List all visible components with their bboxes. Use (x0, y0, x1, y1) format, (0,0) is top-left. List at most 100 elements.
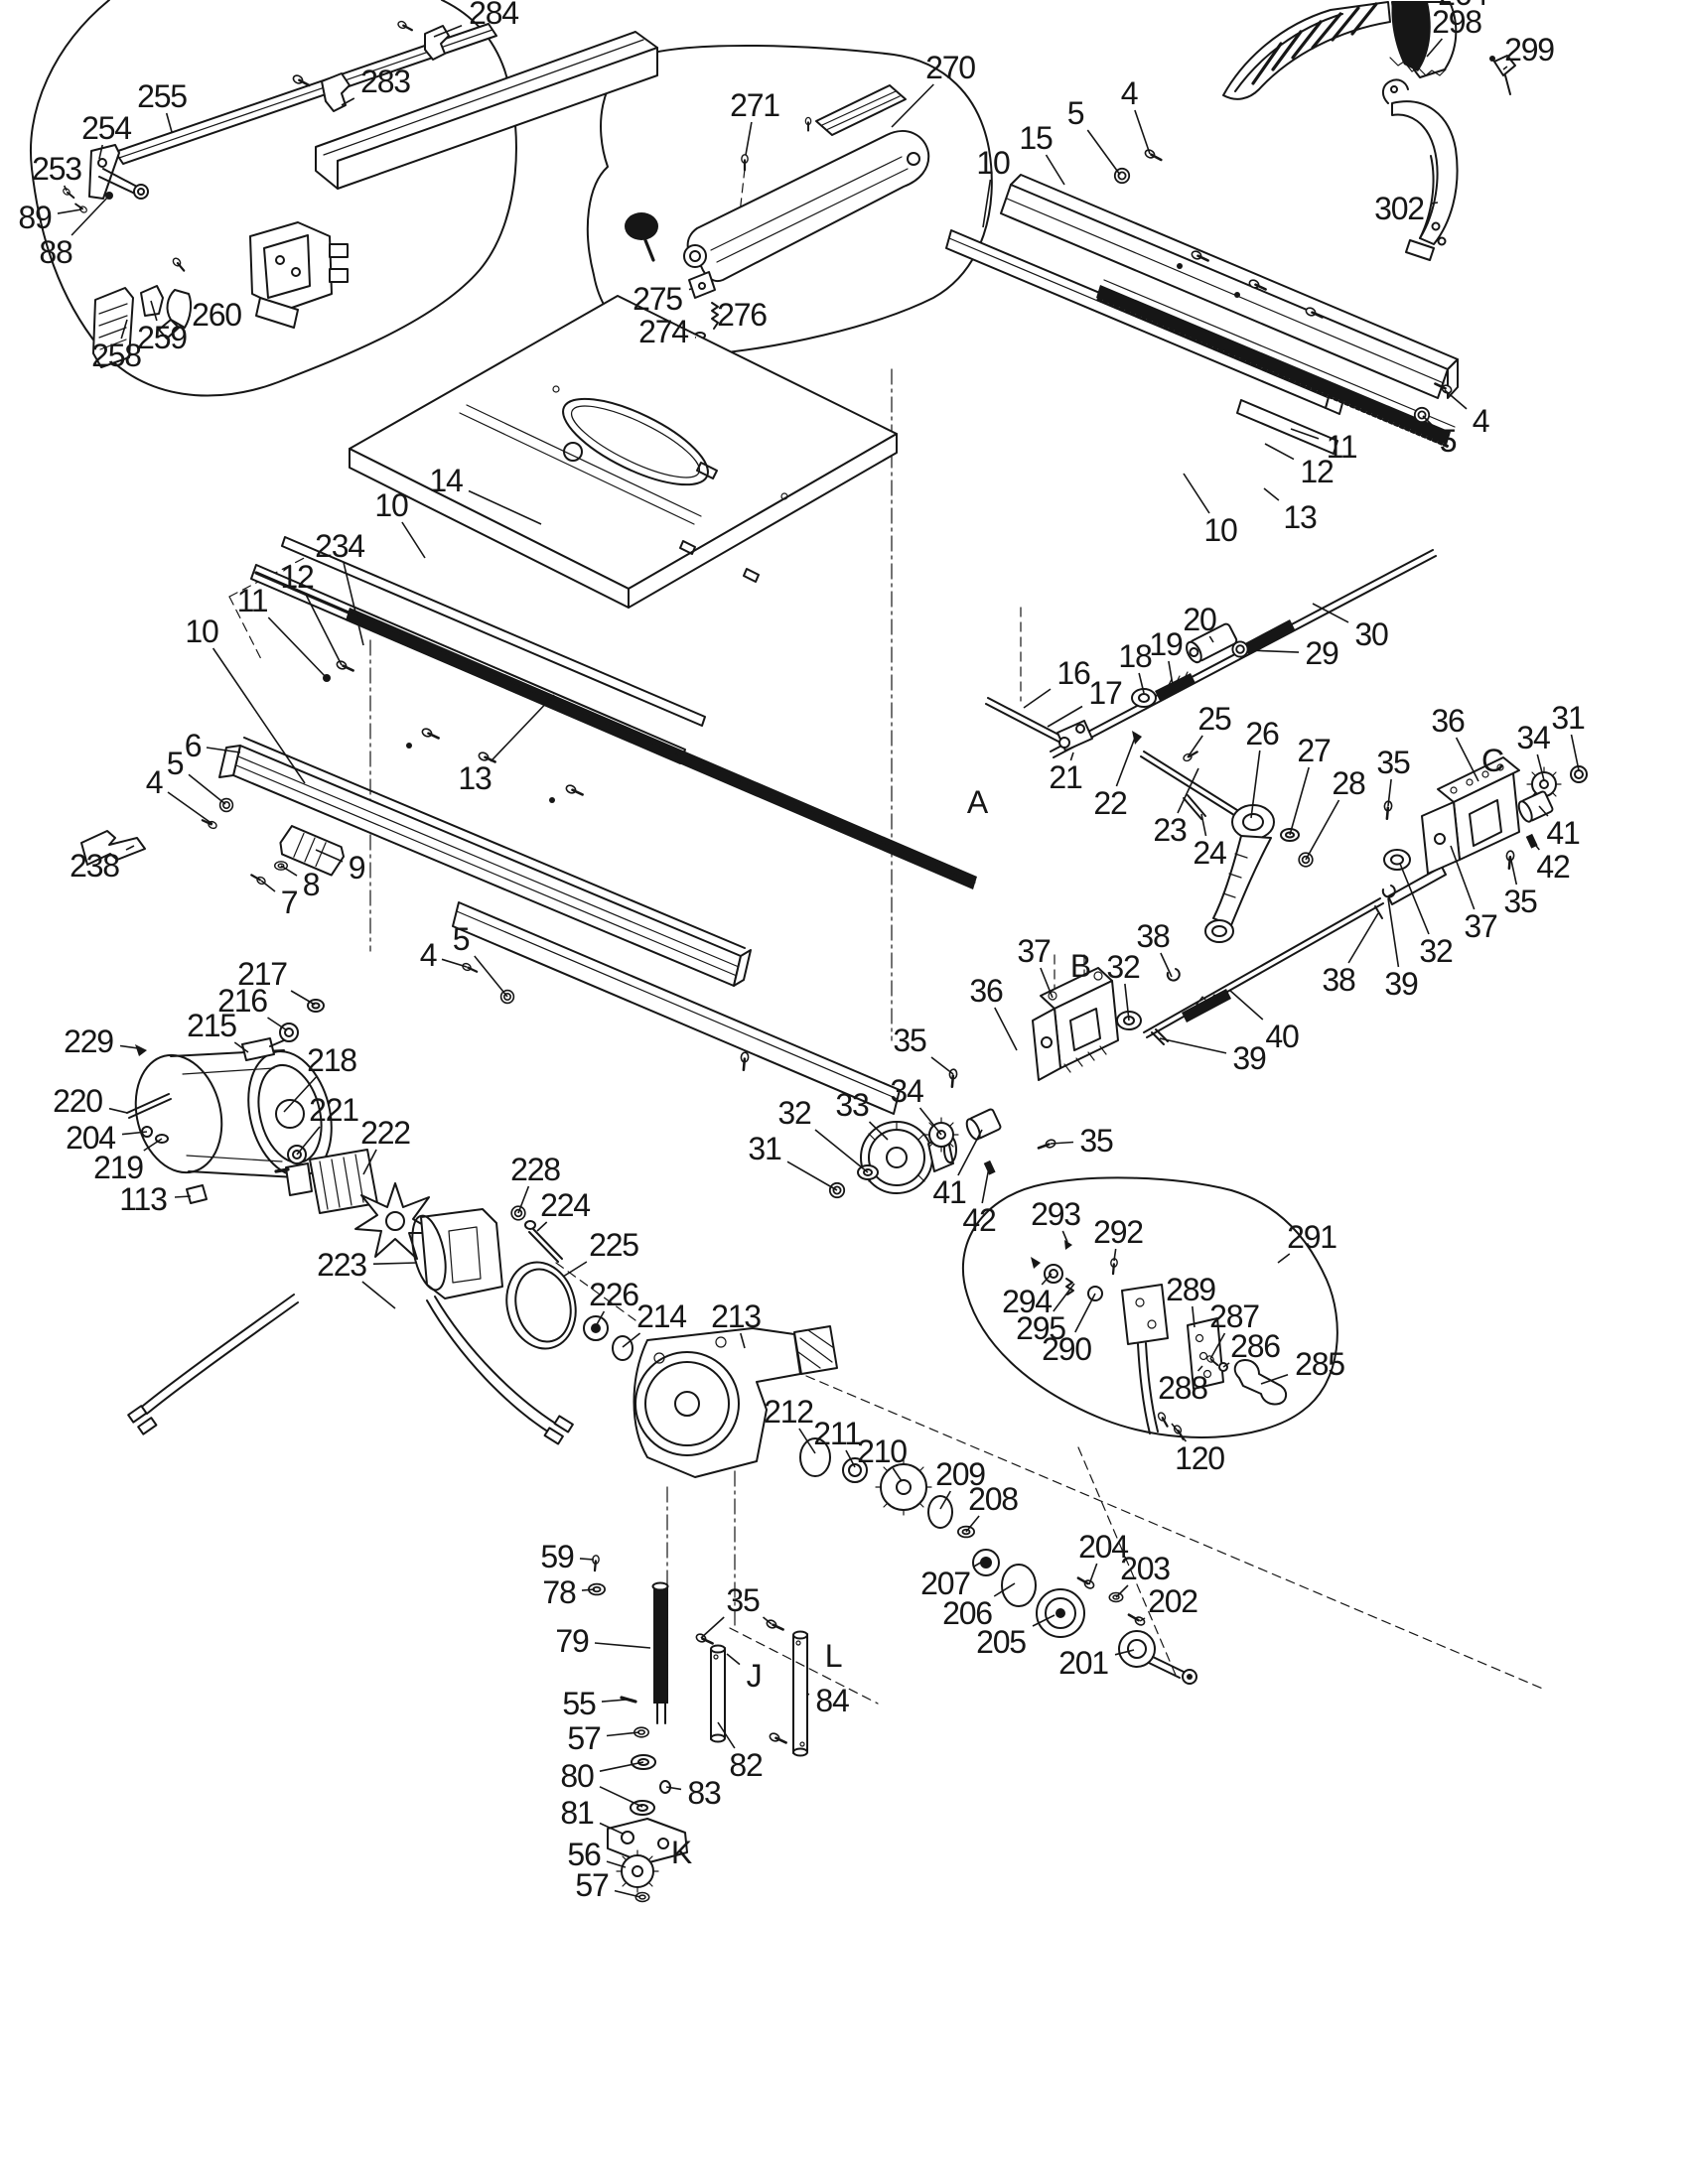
leader-line-89 (57, 208, 82, 214)
leader-line-5 (188, 773, 226, 805)
part-label-56: 56 (567, 1837, 601, 1872)
leader-line-221 (296, 1126, 321, 1156)
part-label-28: 28 (1332, 765, 1365, 801)
part-label-212: 212 (764, 1394, 813, 1430)
pulley-205 (1036, 1588, 1085, 1638)
part-label-215: 215 (187, 1008, 236, 1043)
leader-line-287 (1209, 1332, 1226, 1360)
part-label-234: 234 (315, 528, 364, 564)
bevel-gear-56 (616, 1849, 659, 1893)
part-label-221: 221 (309, 1092, 358, 1128)
leader-line-288 (1196, 1365, 1203, 1372)
leader-line-283 (341, 97, 355, 106)
part-label-5: 5 (1067, 95, 1084, 131)
leader-line-205 (1032, 1614, 1055, 1627)
leader-line-21 (1069, 751, 1074, 761)
leader-line-35 (930, 1056, 954, 1075)
leader-line-42 (1531, 840, 1540, 851)
leader-line-229 (119, 1044, 139, 1049)
trunnion-bracket-b (739, 967, 1181, 1199)
mount-bracket-254 (88, 144, 120, 200)
leader-line-284 (433, 25, 463, 38)
part-label-205: 205 (976, 1624, 1026, 1660)
leader-line-13 (490, 694, 555, 762)
leader-line-291 (1277, 1253, 1291, 1264)
part-label-84: 84 (815, 1683, 849, 1718)
part-label-57: 57 (567, 1720, 601, 1756)
leader-line-39 (1159, 1037, 1227, 1054)
part-label-29: 29 (1305, 635, 1338, 671)
clamp-knob-285 (1233, 1359, 1287, 1406)
leader-line-55 (601, 1699, 628, 1703)
part-label-K: K (671, 1835, 692, 1870)
leader-line-10 (211, 647, 306, 784)
leader-line-204 (1088, 1563, 1098, 1585)
part-label-294: 294 (1002, 1284, 1052, 1319)
part-label-208: 208 (968, 1481, 1018, 1517)
part-label-39: 39 (1232, 1040, 1266, 1076)
leader-line-31 (786, 1160, 838, 1191)
front-rail-lower (452, 901, 901, 1115)
part-label-289: 289 (1166, 1272, 1215, 1307)
leader-line-4 (1134, 109, 1151, 155)
part-label-5: 5 (1440, 423, 1457, 459)
part-label-11: 11 (1327, 429, 1357, 465)
leader-line-10 (1183, 473, 1210, 514)
rear-fence-rail-15 (1000, 184, 1449, 399)
leader-line-35 (1509, 855, 1518, 886)
part-label-290: 290 (1042, 1331, 1091, 1367)
part-label-37: 37 (1464, 908, 1497, 944)
leader-line-208 (965, 1515, 980, 1533)
leader-line-8 (280, 865, 298, 877)
part-label-225: 225 (589, 1227, 638, 1263)
front-strip-234 (281, 536, 706, 727)
leader-line-289 (1192, 1305, 1196, 1328)
leader-line-215 (233, 1041, 249, 1053)
gear-housing-and-train (633, 1325, 1197, 1685)
leader-line-29 (1247, 649, 1300, 653)
leader-line-206 (993, 1582, 1016, 1597)
part-label-206: 206 (942, 1595, 992, 1631)
part-label-10: 10 (374, 487, 408, 523)
leader-line-35 (1050, 1141, 1074, 1145)
guide-tube-j (710, 1644, 726, 1743)
part-label-32: 32 (777, 1095, 811, 1131)
switch-clamp-259 (140, 285, 164, 317)
part-label-36: 36 (969, 973, 1003, 1009)
leader-line-295 (1053, 1283, 1075, 1312)
leader-line-41 (957, 1129, 983, 1176)
part-label-17: 17 (1088, 675, 1122, 711)
blade-guard-assembly (1222, 1, 1516, 261)
part-label-201: 201 (1058, 1645, 1108, 1681)
leader-line-223 (372, 1262, 418, 1265)
leader-line-11 (1290, 428, 1320, 440)
switch-plate-box (1121, 1284, 1169, 1345)
part-label-276: 276 (717, 297, 767, 333)
part-label-88: 88 (39, 234, 72, 270)
part-label-83: 83 (687, 1775, 721, 1811)
guard-clamp-299 (1493, 55, 1516, 76)
part-label-120: 120 (1175, 1440, 1224, 1476)
switch-cover-258 (92, 287, 134, 368)
leader-line-22 (1115, 737, 1136, 787)
guide-tube-l (792, 1630, 808, 1757)
part-label-11: 11 (237, 583, 268, 618)
part-label-264: 264 (1438, 0, 1487, 12)
leader-line-285 (1260, 1374, 1289, 1385)
leader-line-293 (1061, 1230, 1068, 1243)
part-label-78: 78 (542, 1574, 576, 1610)
leader-line-88 (70, 195, 110, 236)
part-label-34: 34 (890, 1073, 923, 1109)
leader-line-223 (361, 1281, 396, 1309)
part-label-34: 34 (1516, 720, 1550, 755)
brush-holder-215 (241, 1037, 275, 1061)
leader-line-225 (562, 1261, 588, 1278)
rear-rack-rail-13 (1096, 285, 1451, 445)
part-label-6: 6 (185, 728, 202, 763)
part-label-30: 30 (1354, 616, 1388, 652)
part-label-A: A (967, 784, 989, 820)
part-label-260: 260 (192, 297, 241, 333)
part-label-10: 10 (185, 614, 218, 649)
part-label-284: 284 (469, 0, 518, 31)
leader-line-18 (1138, 672, 1145, 694)
